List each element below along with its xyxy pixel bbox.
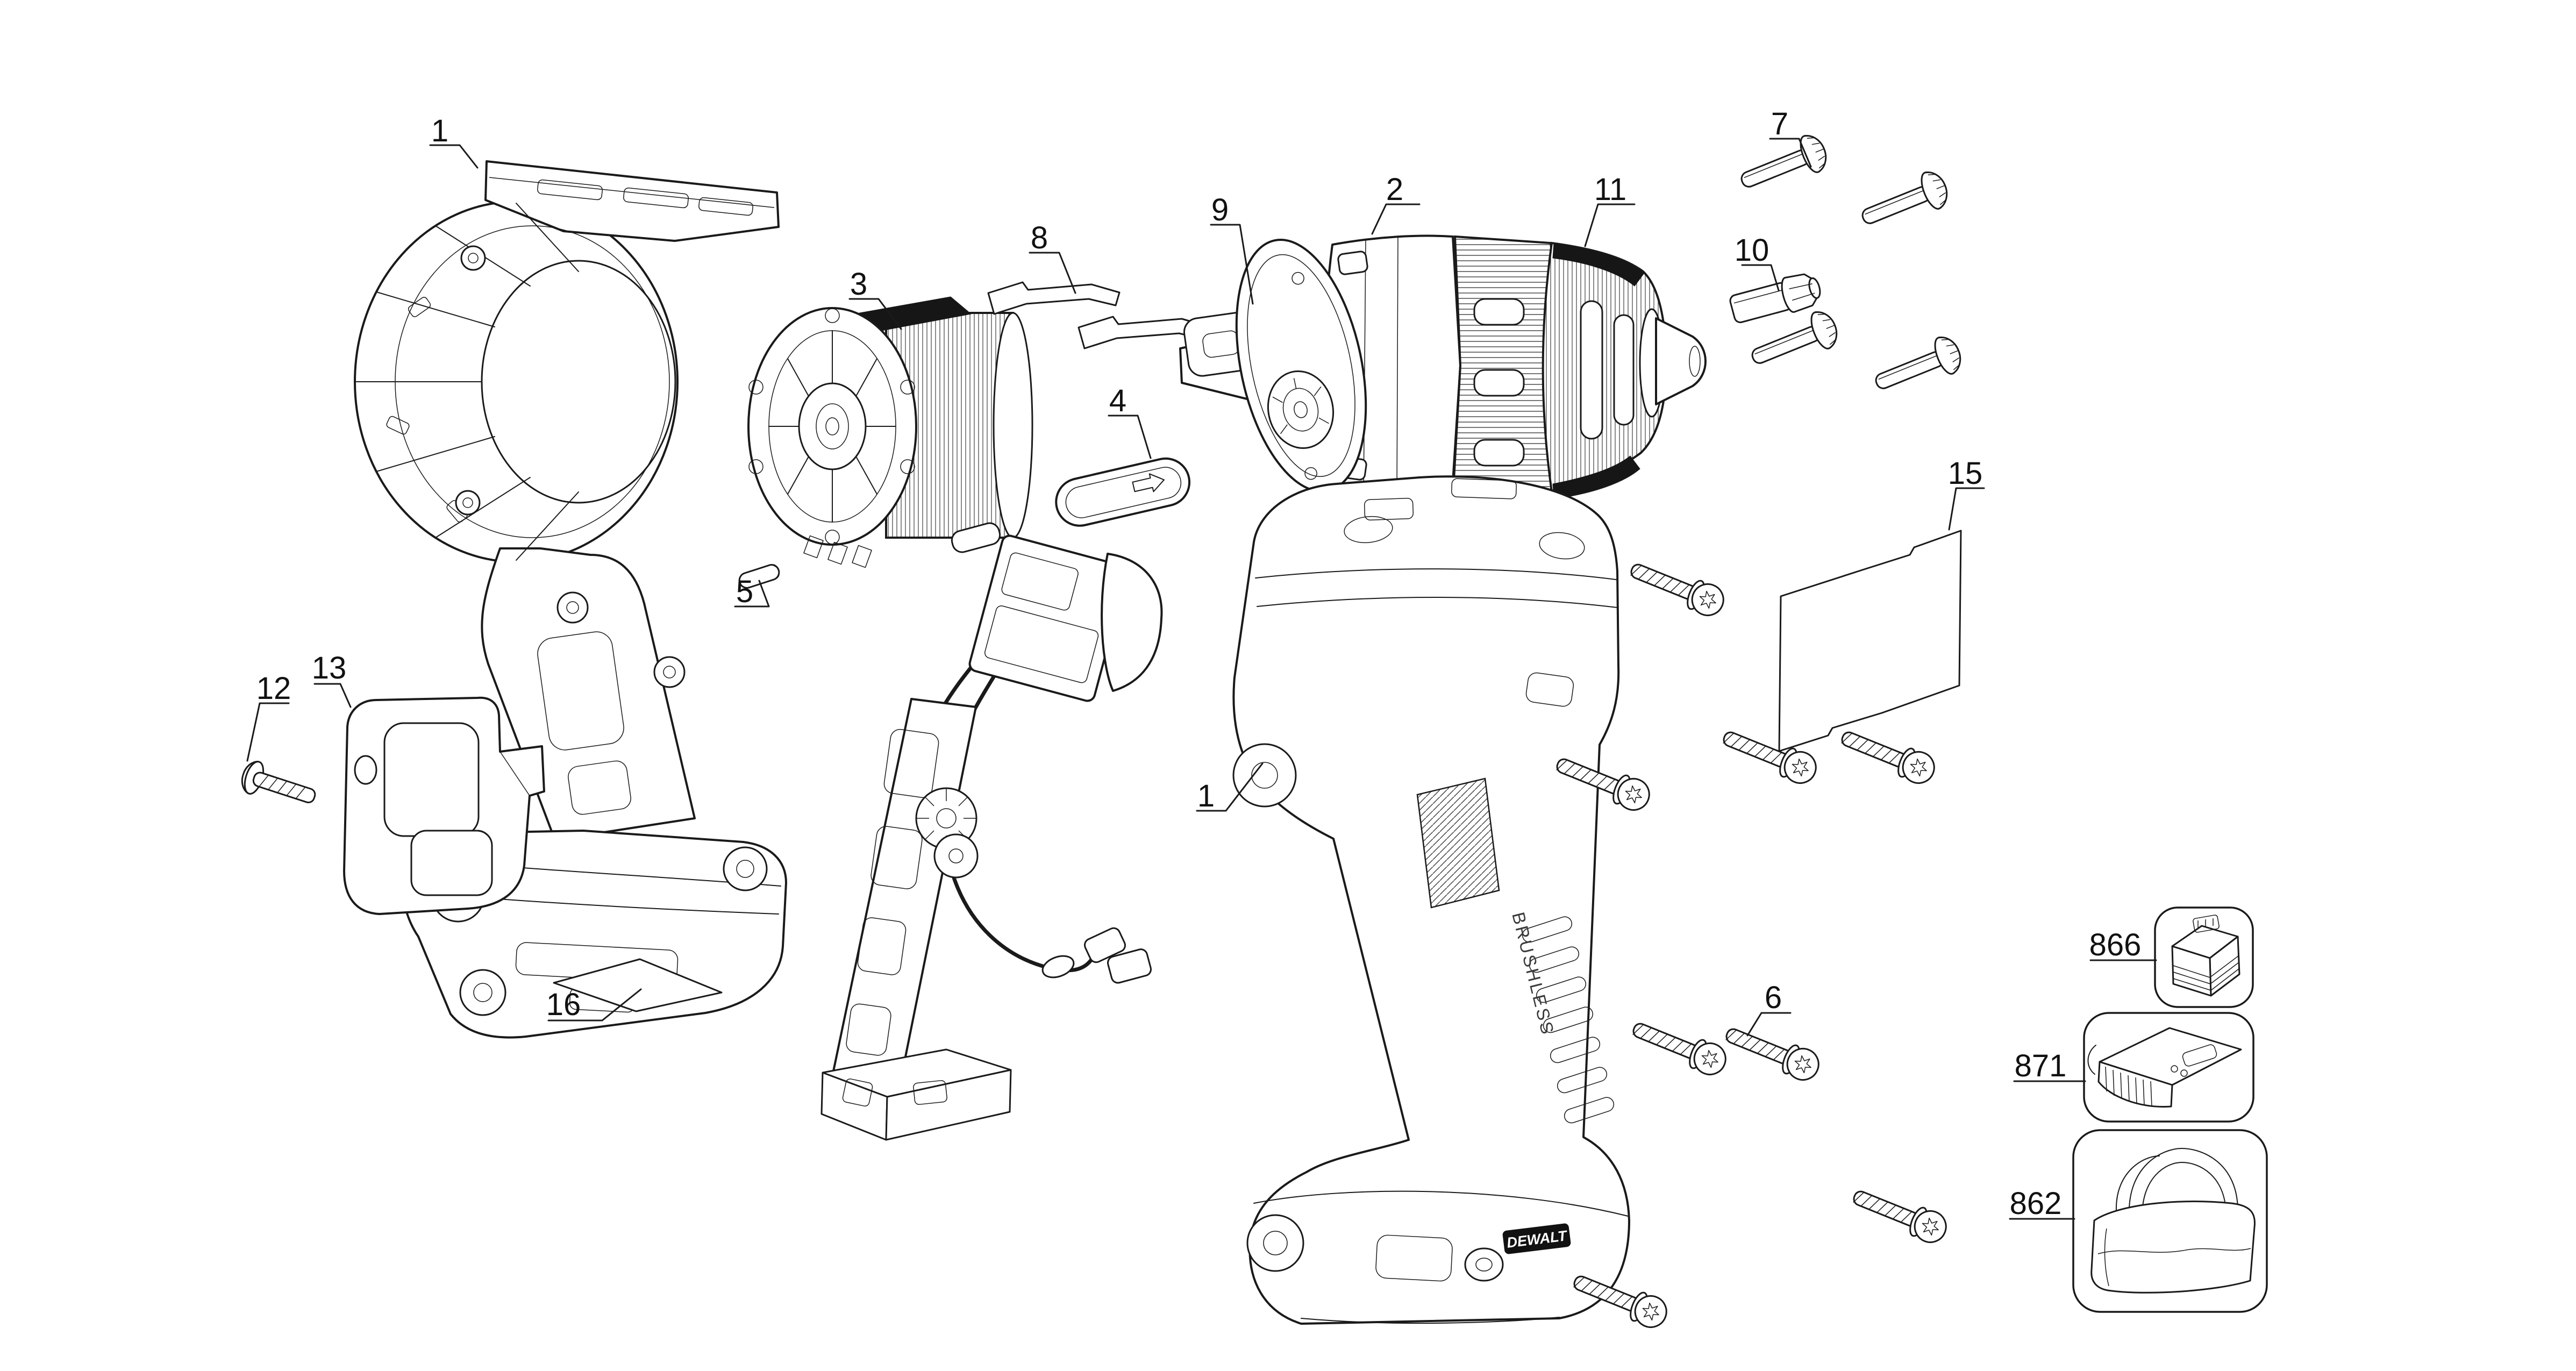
part-number-label: 15 <box>1948 456 1983 491</box>
wire-clips <box>987 281 1211 349</box>
callout-4-forward-reverse-button: 4 <box>1108 383 1152 459</box>
part-number-label: 866 <box>2089 927 2142 962</box>
part-number-label: 16 <box>546 987 581 1022</box>
part-number-label: 871 <box>2015 1048 2067 1083</box>
tapping-screw <box>1847 1181 1952 1248</box>
tapping-screw <box>1625 554 1729 621</box>
label-small <box>553 958 723 1012</box>
part-number-label: 4 <box>1109 383 1126 418</box>
part-number-label: 11 <box>1594 172 1626 207</box>
motor-assembly <box>747 296 1033 568</box>
part-number-label: 7 <box>1771 106 1788 141</box>
leader-line <box>246 702 290 762</box>
callout-5-detent-pin: 5 <box>734 574 770 609</box>
gearbox-assembly <box>1179 234 1707 504</box>
part-number-label: 13 <box>312 651 347 685</box>
belt-hook <box>343 696 545 915</box>
tapping-screw <box>1627 1013 1731 1080</box>
part-number-label: 5 <box>736 574 753 609</box>
hook-screw <box>237 758 320 814</box>
kit-battery <box>2154 906 2254 1008</box>
callout-2-gearbox-assembly: 2 <box>1371 172 1421 235</box>
leader-line <box>848 298 902 330</box>
leader-line <box>1948 487 1985 531</box>
callout-8-wire-clips: 8 <box>1029 220 1076 294</box>
brand-badge: DEWALT <box>1502 1223 1571 1254</box>
part-number-label: 2 <box>1386 172 1403 207</box>
part-number-label: 3 <box>850 267 867 302</box>
callout-10-shoulder-bolt: 10 <box>1735 233 1780 291</box>
part-number-label: 1 <box>1197 779 1215 813</box>
callout-3-motor-assembly: 3 <box>848 267 902 330</box>
callout-871-battery-charger: 871 <box>2013 1048 2086 1083</box>
leader-line <box>429 144 479 169</box>
callout-862-tool-bag: 862 <box>2009 1186 2075 1221</box>
leader-line <box>547 988 642 1022</box>
kit-charger <box>2083 1012 2254 1123</box>
leader-line <box>1210 224 1254 305</box>
leader-line <box>1029 252 1076 294</box>
machine-screw <box>1868 331 1967 403</box>
part-number-label: 10 <box>1735 233 1769 268</box>
part-number-label: 862 <box>2010 1186 2062 1221</box>
leader-line <box>1746 1012 1792 1037</box>
kit-bag <box>2072 1129 2268 1313</box>
leader-line <box>1196 762 1264 812</box>
callout-9-slide-bracket: 9 <box>1210 192 1254 305</box>
part-number-label: 9 <box>1211 192 1229 227</box>
right-housing-half: BRUSHLESS DEWALT <box>1232 475 1630 1325</box>
part-number-label: 6 <box>1765 980 1782 1015</box>
leader-line <box>734 580 770 608</box>
part-number-label: 12 <box>256 671 291 706</box>
callout-11-chuck: 11 <box>1584 172 1636 247</box>
label-large <box>1778 530 1962 752</box>
tapping-screw <box>1720 1018 1824 1086</box>
leader-line <box>1584 203 1636 247</box>
leader-line <box>1108 415 1152 459</box>
callout-7-machine-screws: 7 <box>1769 106 1812 168</box>
leader-line <box>313 683 352 708</box>
callout-16-label-small: 16 <box>546 987 642 1022</box>
callout-866-battery-pack: 866 <box>2089 927 2157 962</box>
callout-12-hook-screw: 12 <box>246 671 291 762</box>
leader-line <box>1371 203 1421 235</box>
part-number-label: 1 <box>431 113 448 148</box>
trigger-switch-assembly <box>820 522 1163 1141</box>
tapping-screw <box>1836 722 1940 789</box>
forward-reverse-button <box>1055 457 1191 527</box>
callout-13-belt-hook: 13 <box>312 651 352 708</box>
leader-line <box>1741 264 1780 291</box>
part-number-label: 8 <box>1031 220 1048 255</box>
callout-6-tapping-screws: 6 <box>1746 980 1792 1037</box>
leader-line <box>1769 138 1812 168</box>
machine-screw <box>1855 166 1953 238</box>
callout-1-housing-half-left: 1 <box>429 113 479 169</box>
callout-15-label-large: 15 <box>1948 456 1985 531</box>
callout-1-housing-half-right: 1 <box>1196 762 1264 813</box>
